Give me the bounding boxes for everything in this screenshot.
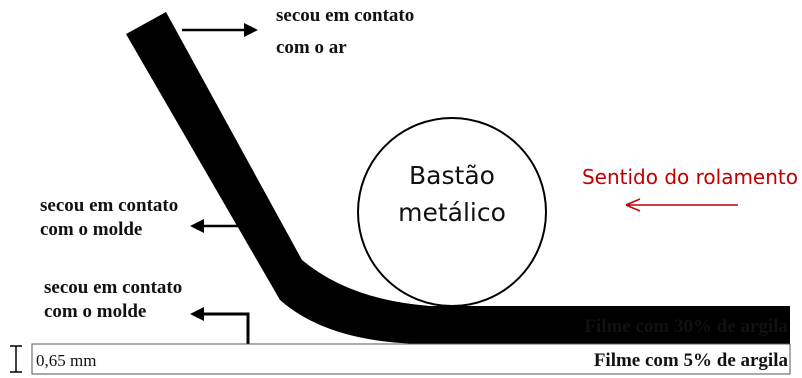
mold-label-middle-line-2: com o molde — [40, 219, 143, 240]
direction-arrow-head — [625, 198, 641, 212]
mold-arrow-bottom-shaft — [200, 312, 250, 344]
air-label-line-2: com o ar — [276, 37, 347, 58]
film-30-strip — [126, 12, 790, 344]
mold-label-bottom-line-1: secou em contato — [44, 277, 183, 298]
roller-circle — [357, 117, 547, 307]
mold-label-middle-line-1: secou em contato — [40, 195, 179, 216]
direction-label: Sentido do rolamento — [582, 165, 798, 189]
film-30-label: Filme com 30% de argila — [584, 316, 788, 337]
roller-label-line-1: Bastão — [409, 161, 495, 190]
mold-arrow-bottom-head — [190, 307, 204, 321]
mold-label-bottom: secou em contato com o molde — [44, 276, 182, 324]
mold-label-bottom-line-2: com o molde — [44, 301, 147, 322]
film-5-label: Filme com 5% de argila — [594, 350, 789, 371]
roller-label-line-2: metálico — [398, 198, 506, 227]
air-arrow-head — [244, 23, 258, 37]
thickness-marker — [10, 345, 22, 373]
air-label: secou em contato com o ar — [276, 4, 414, 60]
film-5-box — [31, 343, 791, 375]
mold-label-middle: secou em contato com o molde — [40, 194, 178, 242]
air-label-line-1: secou em contato — [276, 5, 415, 26]
thickness-label: 0,65 mm — [36, 351, 96, 370]
mold-arrow-middle-head — [190, 219, 204, 233]
